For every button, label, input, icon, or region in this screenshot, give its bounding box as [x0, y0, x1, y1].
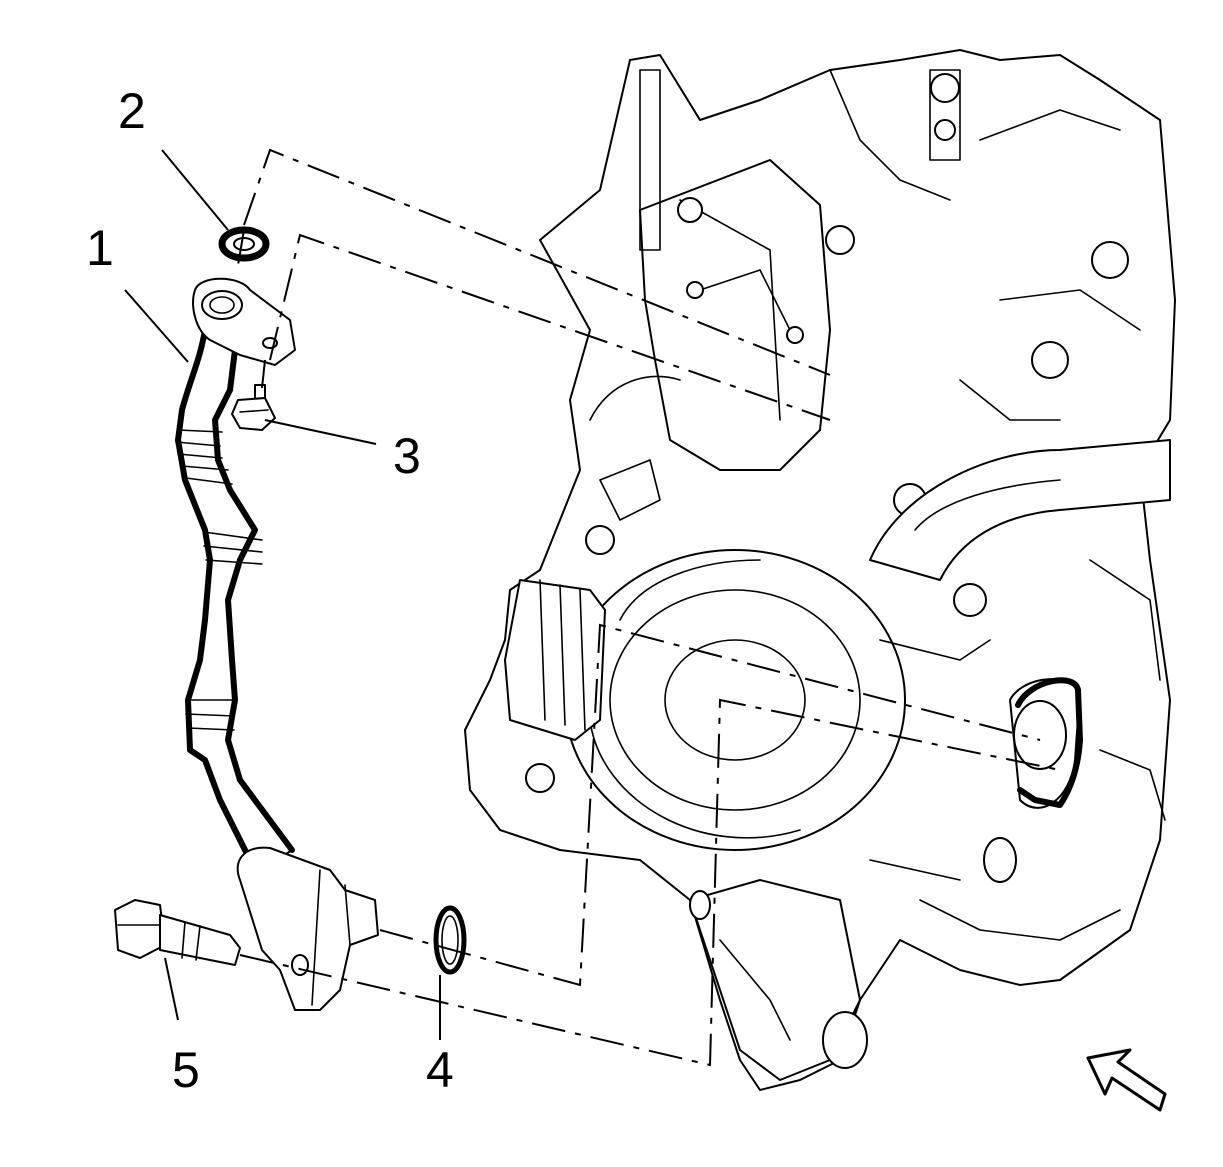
callout-2: 2	[118, 83, 146, 139]
assembly-lines	[237, 148, 1061, 1067]
view-direction-arrow-icon	[1086, 1048, 1167, 1112]
callout-5: 5	[172, 1042, 200, 1098]
bracket-bolt	[231, 384, 276, 431]
callout-1: 1	[86, 220, 114, 276]
callout-labels: 2 1 3 4 5	[86, 83, 454, 1098]
leader-lines	[124, 149, 441, 1040]
egr-pipe	[175, 277, 379, 1011]
engine-assembly	[464, 49, 1176, 1091]
lower-seal	[433, 905, 467, 975]
flange-bolt	[114, 899, 241, 966]
callout-4: 4	[426, 1042, 454, 1098]
callout-3: 3	[393, 428, 421, 484]
